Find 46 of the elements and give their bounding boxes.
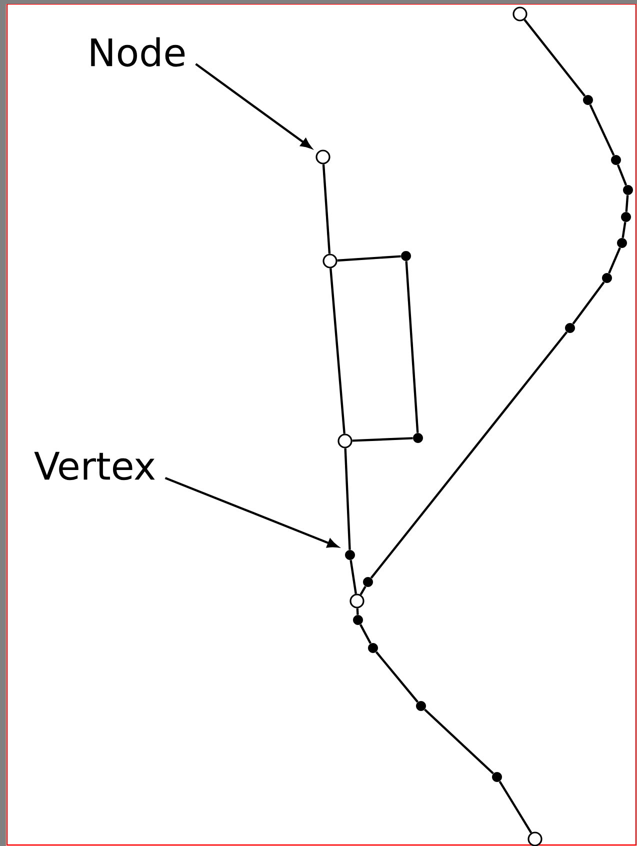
line-segment xyxy=(498,780,532,834)
node-circle xyxy=(316,150,330,164)
leader-arrow xyxy=(164,476,338,548)
line-segment xyxy=(370,331,568,579)
vertex-dot xyxy=(602,273,612,283)
vertex-dot xyxy=(492,772,502,782)
vertex-dot xyxy=(611,155,621,165)
line-segment xyxy=(589,104,615,156)
line-segment xyxy=(616,164,628,186)
line-segment xyxy=(330,268,346,434)
line-segment xyxy=(350,560,357,594)
node-circle xyxy=(512,6,528,22)
vertex-dot xyxy=(413,433,423,443)
label-text: Vertex xyxy=(34,452,155,480)
vertex-dot xyxy=(617,238,627,248)
vertex-dot xyxy=(345,550,355,560)
line-segment xyxy=(322,164,331,254)
vertex-dot xyxy=(353,615,363,625)
label-text: Node xyxy=(91,37,185,67)
node-circle xyxy=(528,832,542,846)
line-segment xyxy=(352,437,413,442)
line-segment xyxy=(622,222,626,238)
node-circle xyxy=(350,594,364,608)
vertex-dot xyxy=(416,701,426,711)
line-segment xyxy=(356,608,359,615)
line-segment xyxy=(359,624,372,644)
vertex-dot xyxy=(583,95,593,105)
vertex-dot xyxy=(363,577,373,587)
vertex-dot xyxy=(621,212,631,222)
node-circle xyxy=(338,434,352,448)
line-segment xyxy=(625,195,629,212)
line-segment xyxy=(572,282,605,324)
line-segment xyxy=(337,255,401,262)
line-segment xyxy=(608,247,621,274)
line-segment xyxy=(405,261,419,433)
node-circle xyxy=(322,254,338,268)
line-segment xyxy=(524,19,586,97)
line-segment xyxy=(424,708,494,774)
leader-arrow xyxy=(195,63,312,149)
line-segment xyxy=(344,448,351,550)
vertex-dot xyxy=(401,251,411,261)
line-segment xyxy=(360,586,366,596)
vertex-dot xyxy=(565,323,575,333)
line-segment xyxy=(375,651,419,703)
vertex-dot xyxy=(368,643,378,653)
vertex-dot xyxy=(623,185,633,195)
